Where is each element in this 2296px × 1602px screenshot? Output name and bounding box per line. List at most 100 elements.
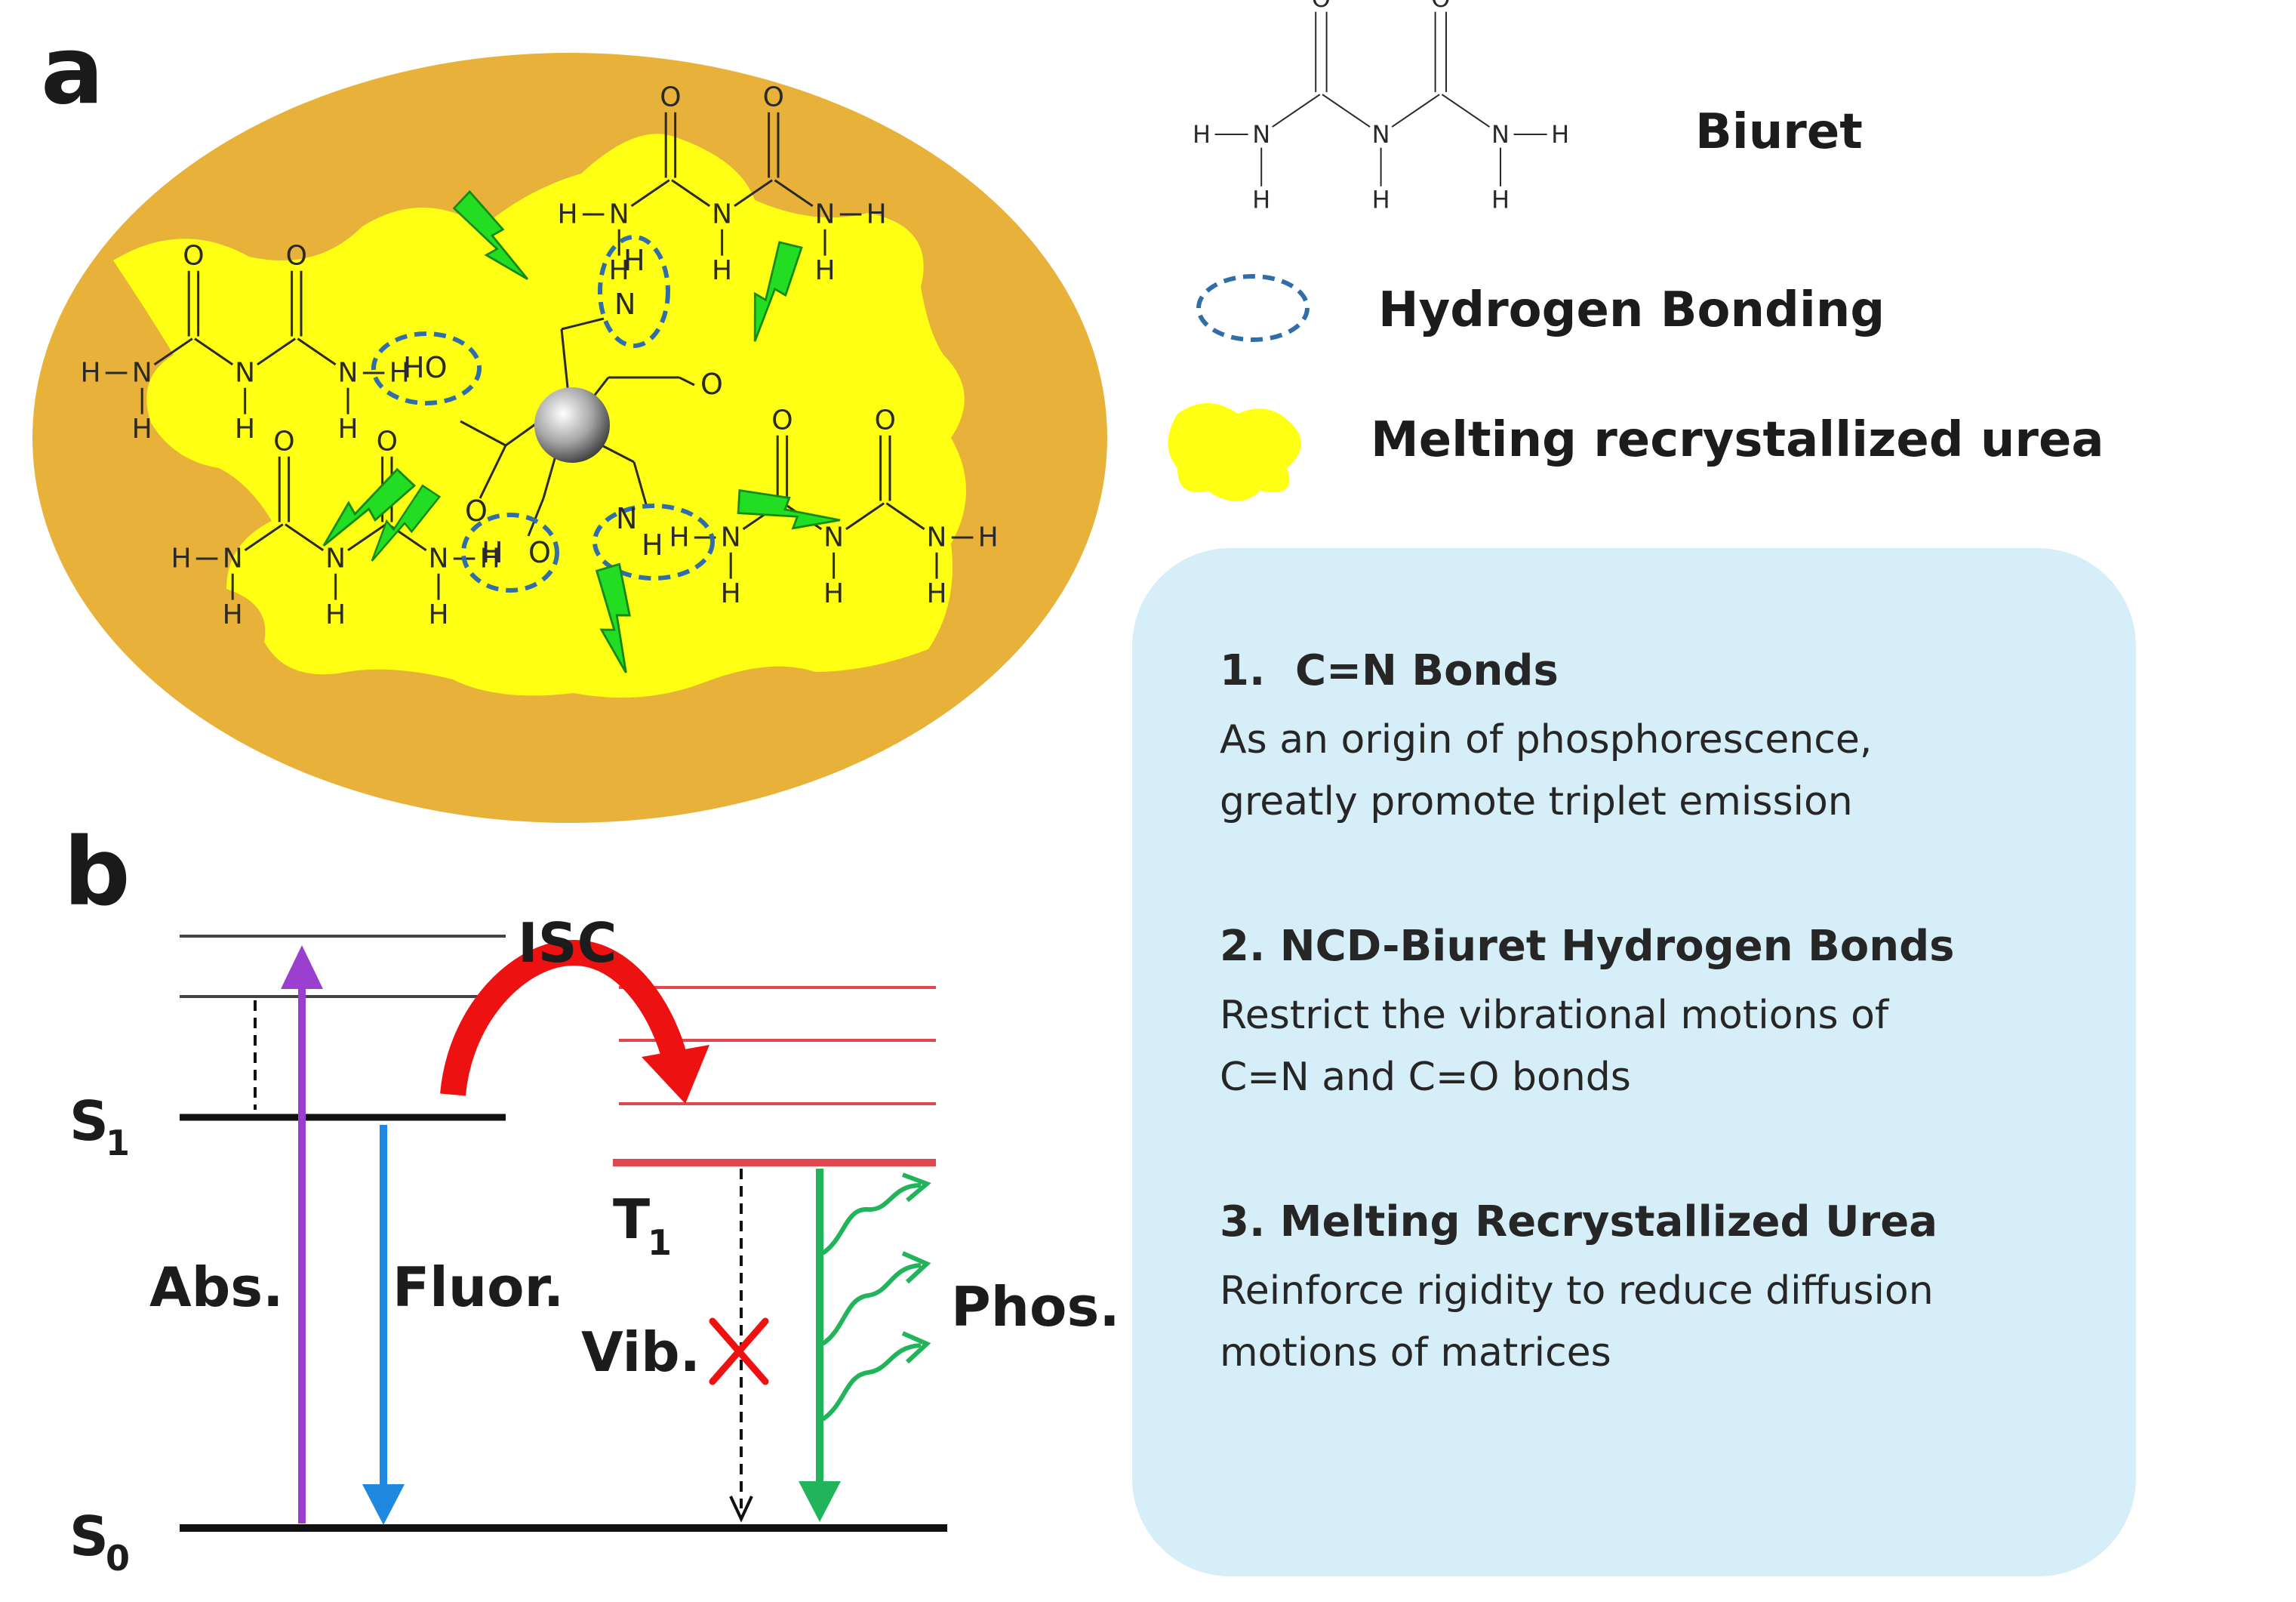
chem-bond bbox=[194, 337, 234, 366]
atom-label: N bbox=[338, 358, 359, 389]
emission-spark-icon bbox=[322, 467, 417, 547]
chem-bond bbox=[774, 179, 814, 208]
s1-subscript: 1 bbox=[106, 1123, 130, 1163]
atom-label: H bbox=[389, 358, 410, 389]
t1-label: T bbox=[613, 1188, 650, 1251]
chem-bond bbox=[630, 179, 670, 208]
mechanism-text-line: As an origin of phosphorescence, bbox=[1220, 717, 1873, 762]
atom-label: N bbox=[609, 199, 629, 230]
atom-label: O bbox=[377, 427, 398, 457]
emission-spark-icon bbox=[753, 241, 803, 342]
atom-label: O bbox=[183, 241, 204, 272]
mechanism-item-3: 3. Melting Recrystallized Urea Reinforce… bbox=[1220, 1197, 2091, 1384]
atom-label: H bbox=[171, 544, 191, 575]
isc-arrow bbox=[440, 939, 689, 1096]
atom-label: N bbox=[927, 522, 947, 553]
emission-spark-icon bbox=[452, 189, 528, 280]
mechanism-info-box: 1. C=N Bonds As an origin of phosphoresce… bbox=[1132, 548, 2136, 1576]
svg-text:N: N bbox=[616, 502, 637, 535]
atom-label: O bbox=[875, 405, 896, 436]
phosphorescence-emission-waves bbox=[821, 1172, 931, 1422]
chem-bond bbox=[845, 502, 885, 531]
chem-bond bbox=[1391, 94, 1440, 128]
atom-label: N bbox=[325, 544, 346, 575]
chem-bond bbox=[297, 337, 337, 366]
atom-label: H bbox=[1252, 185, 1270, 214]
hydrogen-bond-labels: HO H N H O N H bbox=[403, 244, 663, 569]
legend-hbond-label: Hydrogen Bonding bbox=[1378, 282, 1885, 338]
legend-hbond-icon bbox=[1196, 274, 1310, 342]
atom-label: O bbox=[660, 82, 681, 113]
atom-label: O bbox=[273, 427, 294, 457]
atom-label: N bbox=[1491, 120, 1510, 149]
hbond-ellipse bbox=[371, 331, 482, 405]
chem-bond bbox=[285, 523, 325, 552]
absorption-arrowhead bbox=[281, 945, 323, 989]
phosphorescence-arrowhead bbox=[799, 1481, 841, 1522]
chem-bond bbox=[347, 523, 386, 552]
atom-label: H bbox=[428, 599, 448, 630]
svg-text:O: O bbox=[528, 536, 551, 569]
central-labels: O O bbox=[465, 368, 723, 528]
atom-label: H bbox=[814, 255, 835, 286]
chem-bond bbox=[1272, 94, 1321, 128]
emission-spark-icon bbox=[737, 488, 841, 530]
mechanism-item-1: 1. C=N Bonds As an origin of phosphoresce… bbox=[1220, 646, 2091, 833]
chem-bond bbox=[885, 502, 925, 531]
atom-label: O bbox=[286, 241, 307, 272]
atom-label: H bbox=[823, 578, 844, 609]
phosphorescence-label: Phos. bbox=[951, 1275, 1120, 1339]
atom-label: H bbox=[557, 199, 577, 230]
isc-label: ISC bbox=[518, 911, 617, 975]
atom-label: O bbox=[1431, 0, 1450, 13]
blocked-x-icon bbox=[709, 1317, 769, 1385]
mechanism-text-line: C=N and C=O bonds bbox=[1220, 1055, 1631, 1100]
atom-label: H bbox=[235, 414, 255, 445]
atom-label: H bbox=[721, 578, 741, 609]
atom-label: H bbox=[669, 522, 689, 553]
mechanism-title: C=N Bonds bbox=[1295, 646, 1559, 695]
atom-label: H bbox=[223, 599, 243, 630]
legend-biuret-label: Biuret bbox=[1695, 104, 1863, 160]
chem-bond bbox=[1322, 94, 1371, 128]
legend-urea-label: Melting recrystallized urea bbox=[1371, 412, 2104, 468]
svg-text:H: H bbox=[482, 536, 503, 569]
atom-label: N bbox=[235, 358, 255, 389]
emission-spark-icon bbox=[595, 562, 631, 673]
carbon-dot-nanoparticle bbox=[534, 387, 610, 463]
mechanism-number: 3. bbox=[1220, 1197, 1266, 1246]
emission-sparks bbox=[322, 189, 841, 673]
hydrogen-bond-markers bbox=[371, 235, 715, 593]
svg-text:HO: HO bbox=[403, 351, 447, 384]
absorption-label: Abs. bbox=[149, 1255, 283, 1319]
atom-label: H bbox=[926, 578, 946, 609]
mechanism-number: 2. bbox=[1220, 922, 1266, 971]
svg-text:N: N bbox=[614, 288, 636, 321]
t1-subscript: 1 bbox=[648, 1222, 672, 1263]
atom-label: H bbox=[80, 358, 100, 389]
atom-label: H bbox=[712, 255, 732, 286]
chem-bond bbox=[1441, 94, 1491, 128]
mechanism-number: 1. bbox=[1220, 646, 1266, 695]
atom-label: O bbox=[1312, 0, 1331, 13]
atom-label: H bbox=[132, 414, 152, 445]
s0-label: S bbox=[69, 1505, 109, 1568]
atom-label: N bbox=[429, 544, 449, 575]
vibrational-decay-arrowhead bbox=[729, 1496, 753, 1523]
atom-label: N bbox=[815, 199, 836, 230]
svg-text:H: H bbox=[642, 528, 663, 562]
atom-label: N bbox=[1372, 120, 1390, 149]
chem-bond bbox=[257, 337, 296, 366]
fluorescence-arrowhead bbox=[362, 1484, 405, 1525]
svg-text:H: H bbox=[623, 244, 645, 277]
svg-text:O: O bbox=[700, 368, 723, 401]
atom-label: H bbox=[337, 414, 358, 445]
atom-label: N bbox=[223, 544, 243, 575]
atom-label: H bbox=[1372, 185, 1390, 214]
hbond-ellipse bbox=[592, 504, 715, 581]
mechanism-text-line: Restrict the vibrational motions of bbox=[1220, 993, 1889, 1038]
